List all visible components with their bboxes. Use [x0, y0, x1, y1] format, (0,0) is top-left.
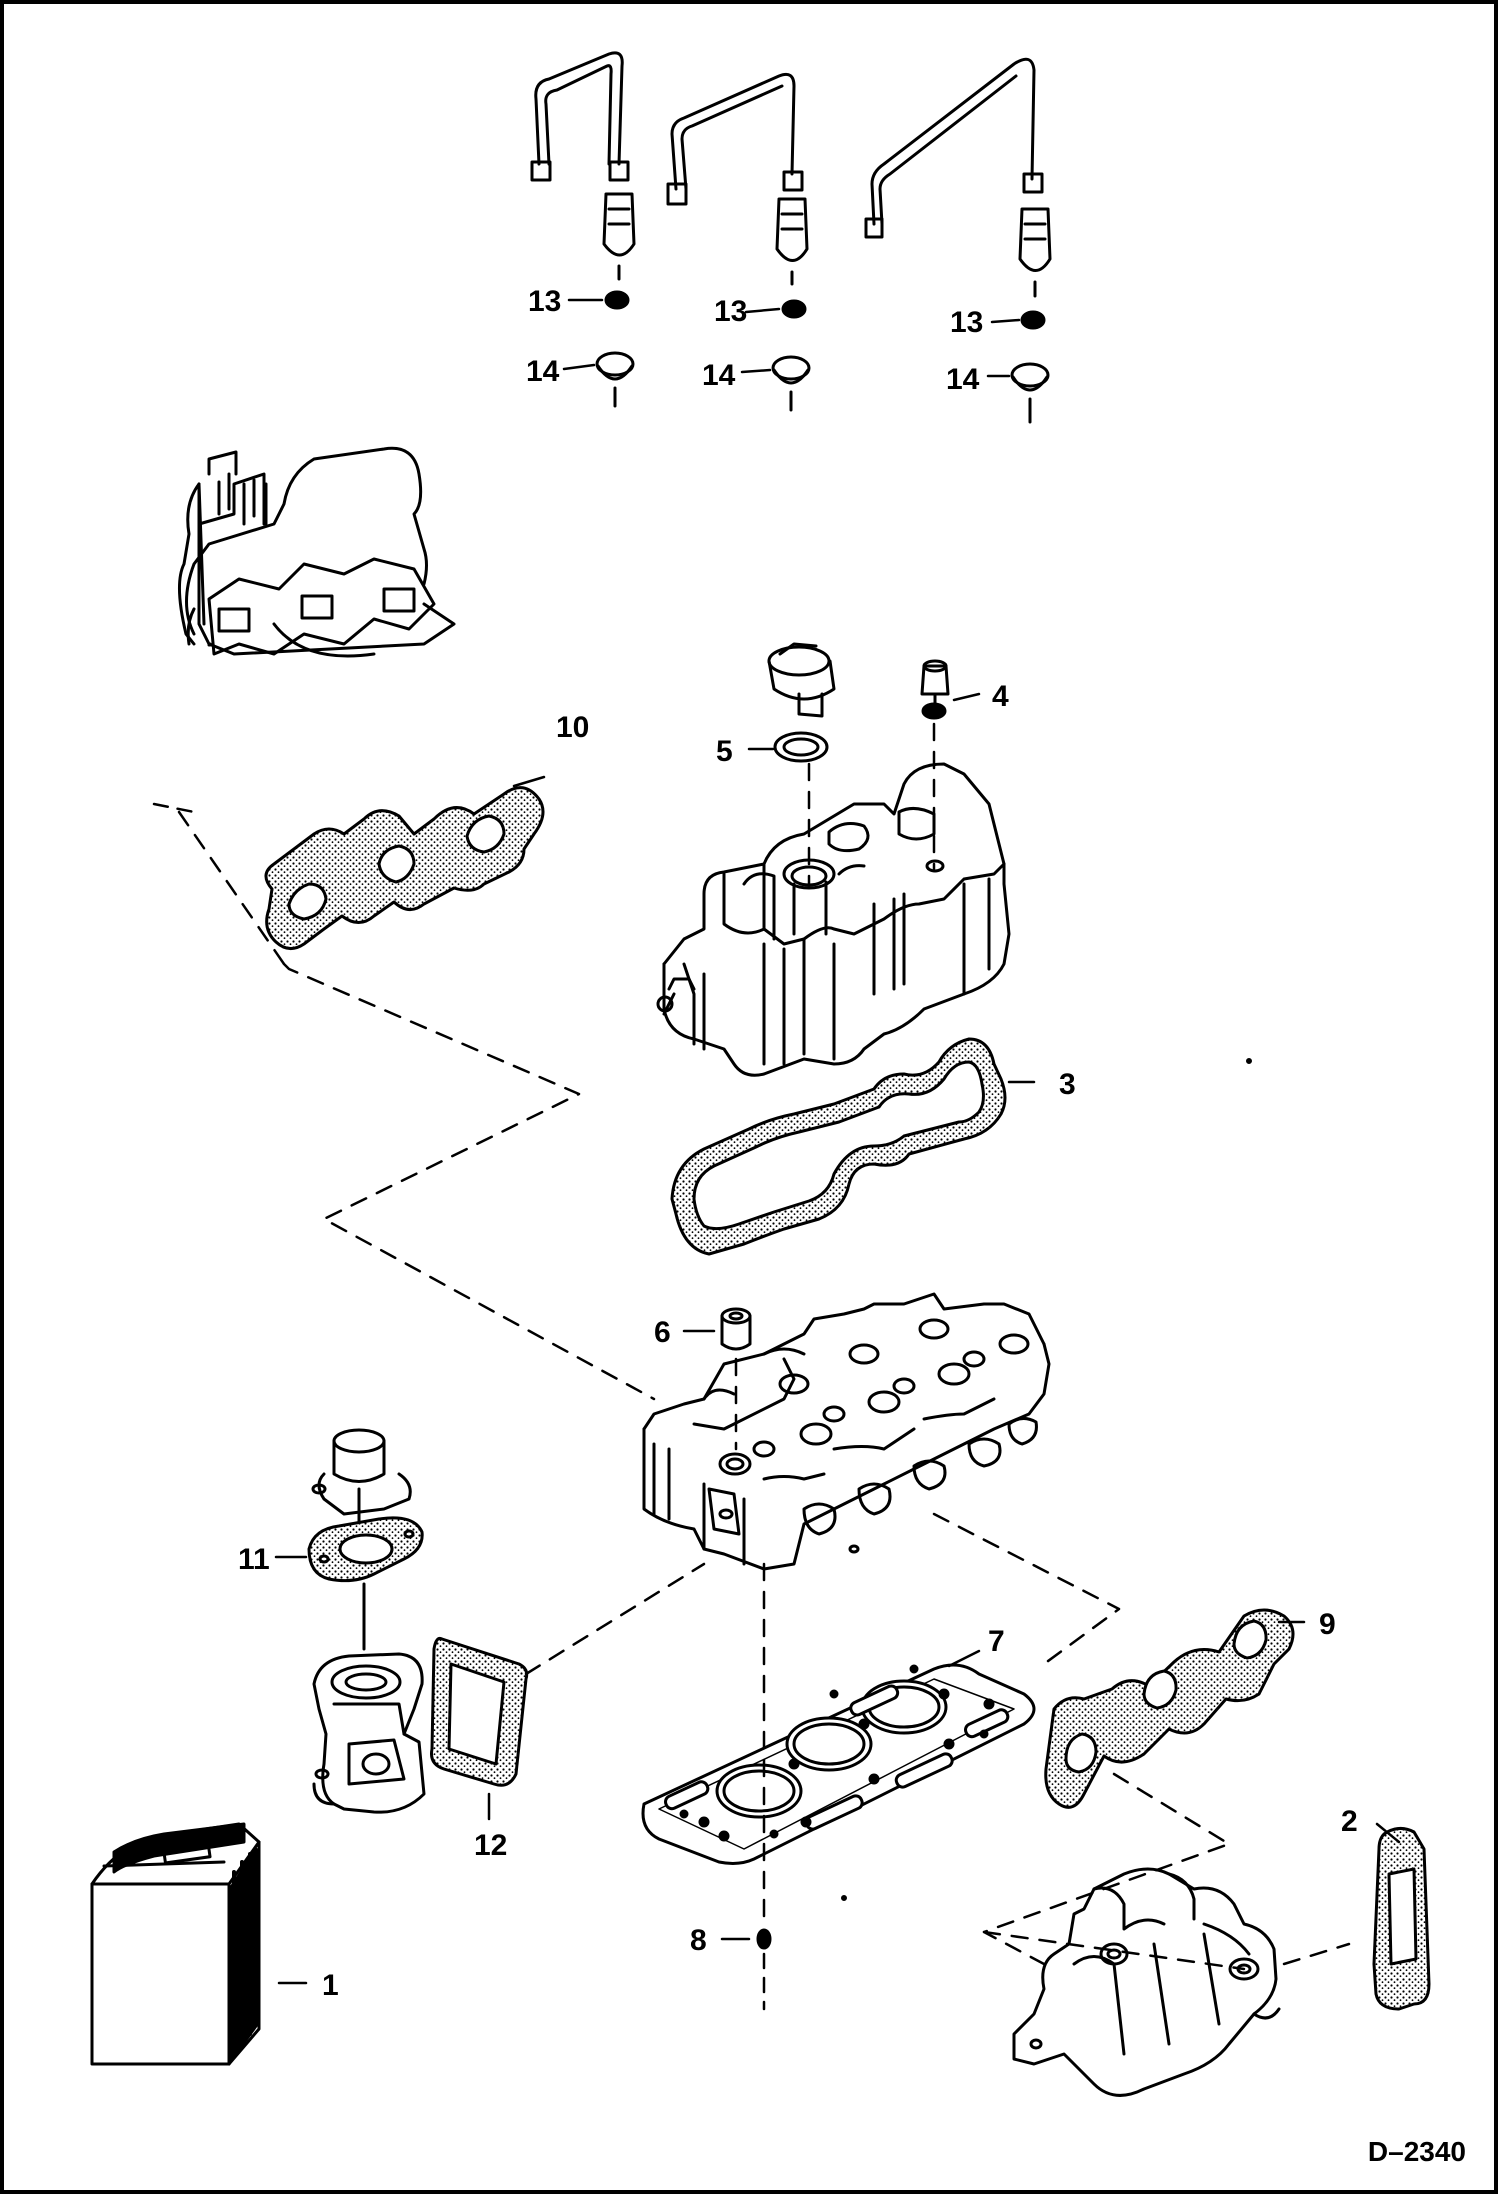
part-6-plug: [720, 1307, 752, 1351]
exploded-parts-drawing: 13 13 13 14 14 14 10 5 4 3 6 11 12 7 9 2…: [90, 51, 1431, 2097]
figure-code: D–2340: [1367, 2136, 1466, 2167]
callout-4: 4: [992, 680, 1009, 713]
callout-9: 9: [1319, 1608, 1336, 1641]
callout-10: 10: [556, 711, 589, 744]
callout-13-c: 13: [950, 306, 983, 339]
injection-pipes: [530, 51, 1044, 239]
oil-filler-cap: [767, 642, 836, 718]
callout-5: 5: [716, 735, 733, 768]
callout-8: 8: [690, 1924, 707, 1957]
callout-13-a: 13: [528, 285, 561, 318]
thermostat-cover: [311, 1428, 412, 1526]
cylinder-head: [642, 1292, 1051, 1571]
water-outlet-housing: [312, 1652, 426, 1814]
part-13-washers: [604, 290, 1046, 330]
part-9-exhaust-gasket: [1044, 1608, 1295, 1809]
intake-manifold: [177, 446, 456, 658]
cover-bolt: [920, 659, 950, 706]
callout-7: 7: [988, 1625, 1005, 1658]
part-5-oring: [773, 731, 829, 763]
callout-13-b: 13: [714, 295, 747, 328]
callout-2: 2: [1341, 1805, 1358, 1838]
callout-11: 11: [238, 1543, 270, 1576]
leaders-13-14: [562, 298, 1021, 378]
callout-12: 12: [474, 1829, 507, 1862]
callout-3: 3: [1059, 1068, 1076, 1101]
callout-1: 1: [322, 1969, 339, 2002]
callout-14-b: 14: [702, 359, 736, 392]
callout-14-c: 14: [946, 363, 980, 396]
injector-nozzles: [602, 192, 1052, 298]
part-14-seats: [595, 351, 1050, 424]
part-8-pin: [756, 1928, 772, 1950]
exhaust-manifold: [1012, 1867, 1281, 2097]
valve-cover: [656, 762, 1011, 1077]
part-4-washer: [921, 702, 947, 720]
callout-6: 6: [654, 1316, 671, 1349]
callout-14-a: 14: [526, 355, 560, 388]
part-1-gasket-kit-box: [90, 1822, 261, 2066]
